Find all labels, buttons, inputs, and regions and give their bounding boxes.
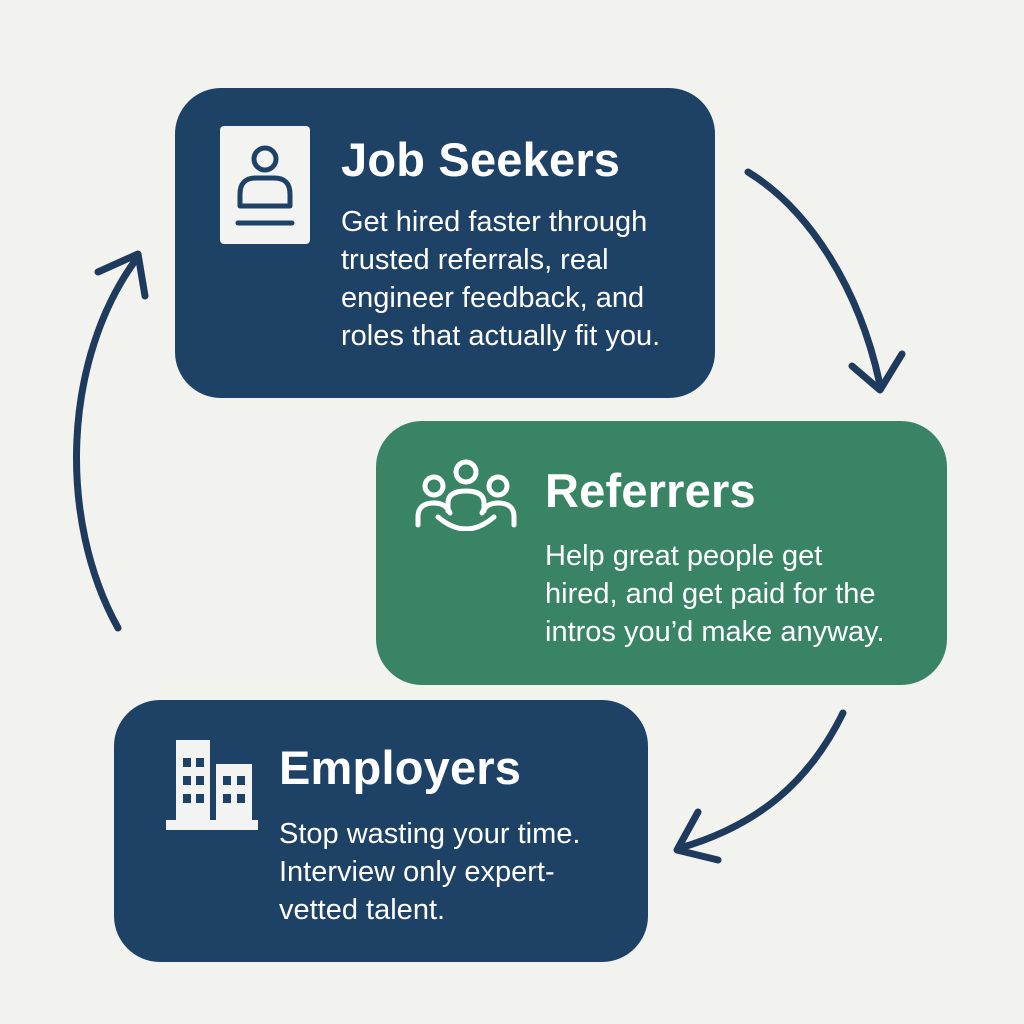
job-seekers-card: Job Seekers Get hired faster through tru… — [175, 88, 715, 398]
description-line: roles that actually fit you. — [341, 320, 661, 352]
resume-id-card-icon — [220, 126, 310, 244]
office-buildings-icon — [166, 740, 258, 830]
job-seekers-description: Get hired faster through trusted referra… — [341, 203, 660, 355]
description-line: engineer feedback, and — [341, 282, 645, 314]
description-line: intros you’d make anyway. — [545, 616, 885, 648]
referrers-card: Referrers Help great people get hired, a… — [376, 421, 947, 685]
arrow-seekers-to-referrers — [744, 168, 906, 394]
people-group-icon — [415, 459, 517, 531]
description-line: vetted talent. — [279, 894, 446, 926]
description-line: hired, and get paid for the — [545, 578, 876, 610]
employers-title: Employers — [279, 741, 522, 794]
referrers-description: Help great people get hired, and get pai… — [545, 537, 885, 651]
arrow-referrers-to-employers — [673, 709, 847, 864]
employers-card: Employers Stop wasting your time. Interv… — [114, 700, 648, 962]
description-line: Get hired faster through — [341, 206, 648, 238]
arrow-employers-to-seekers — [73, 250, 149, 632]
description-line: trusted referrals, real — [341, 244, 609, 276]
description-line: Help great people get — [545, 540, 823, 572]
description-line: Stop wasting your time. — [279, 818, 581, 850]
employers-description: Stop wasting your time. Interview only e… — [279, 815, 580, 929]
description-line: Interview only expert- — [279, 856, 555, 888]
job-seekers-title: Job Seekers — [341, 133, 621, 186]
referrers-title: Referrers — [545, 464, 756, 517]
